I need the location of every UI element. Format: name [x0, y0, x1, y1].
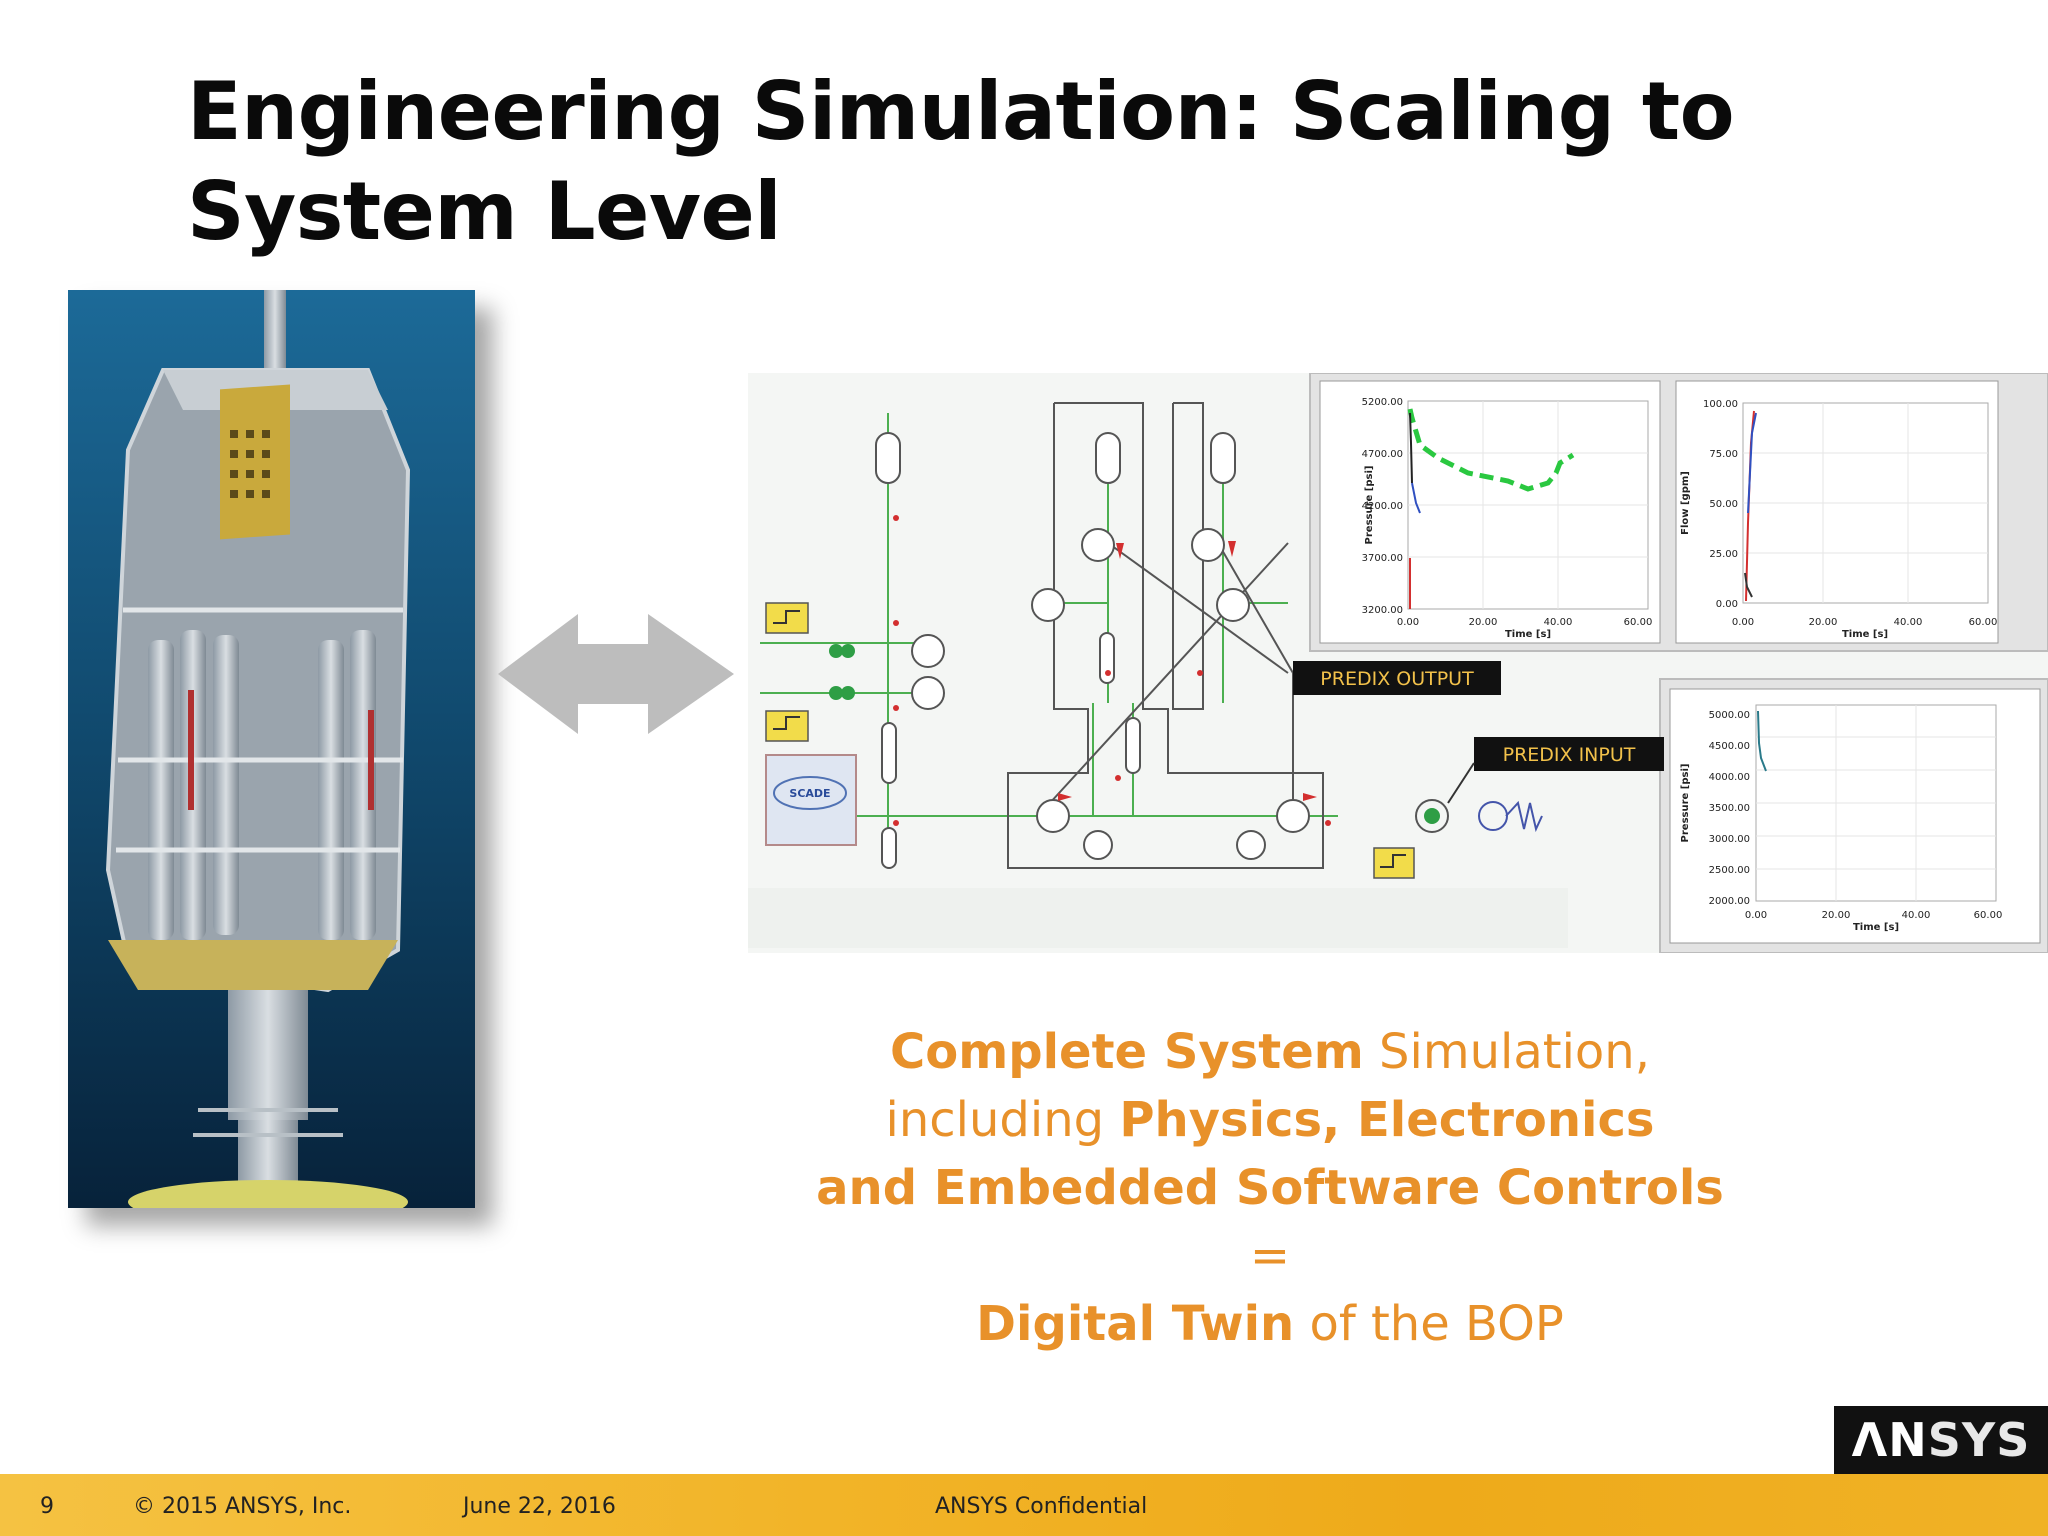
chart1-ytick: 4200.00: [1362, 501, 1403, 512]
chart2-xtick: 60.00: [1969, 617, 1998, 628]
chart3-ytick: 2500.00: [1709, 865, 1750, 876]
chart3-ytick: 3000.00: [1709, 834, 1750, 845]
chart2-ytick: 50.00: [1709, 499, 1738, 510]
pressure-chart-2: 5000.00 4500.00 4000.00 3500.00 3000.00 …: [1680, 704, 2003, 933]
chart3-ylabel: Pressure [psi]: [1680, 764, 1691, 843]
chart2-xtick: 0.00: [1732, 617, 1754, 628]
chart3-ytick: 4000.00: [1709, 772, 1750, 783]
chart1-xtick: 40.00: [1544, 617, 1573, 628]
chart2-ytick: 0.00: [1716, 599, 1738, 610]
footer-bar: [0, 1474, 2048, 1536]
caption: Complete System Simulation, including Ph…: [780, 1018, 1760, 1358]
chart1-ytick: 4700.00: [1362, 449, 1403, 460]
bop-image: [68, 290, 475, 1208]
chart1-ylabel: Pressure [psi]: [1364, 466, 1375, 545]
chart3-ytick: 2000.00: [1709, 896, 1750, 907]
chart1-xtick: 0.00: [1397, 617, 1419, 628]
chart3-ytick: 4500.00: [1709, 741, 1750, 752]
copyright: © 2015 ANSYS, Inc.: [133, 1494, 352, 1519]
confidential-label: ANSYS Confidential: [935, 1494, 1148, 1519]
caption-line-2: including Physics, Electronics: [885, 1092, 1655, 1148]
scade-label: SCADE: [789, 787, 830, 800]
page-number: 9: [40, 1494, 54, 1519]
chart1-ytick: 3700.00: [1362, 553, 1403, 564]
chart1-xtick: 20.00: [1469, 617, 1498, 628]
chart2-ytick: 75.00: [1709, 449, 1738, 460]
chart2-xtick: 40.00: [1894, 617, 1923, 628]
footer-date: June 22, 2016: [463, 1494, 616, 1519]
chart1-ytick: 3200.00: [1362, 605, 1403, 616]
chart3-xtick: 20.00: [1822, 910, 1851, 921]
caption-line-5: Digital Twin of the BOP: [976, 1296, 1564, 1352]
predix-output-label: PREDIX OUTPUT: [1320, 668, 1474, 690]
chart1-xtick: 60.00: [1624, 617, 1653, 628]
chart2-ylabel: Flow [gpm]: [1680, 471, 1691, 535]
chart2-xtick: 20.00: [1809, 617, 1838, 628]
chart2-ytick: 100.00: [1703, 399, 1738, 410]
chart3-xtick: 40.00: [1902, 910, 1931, 921]
caption-line-3: and Embedded Software Controls: [816, 1160, 1724, 1216]
chart3-ytick: 3500.00: [1709, 803, 1750, 814]
slide-title: Engineering Simulation: Scaling to Syste…: [187, 65, 1735, 258]
caption-line-4: =: [1249, 1228, 1291, 1284]
double-arrow-icon: [498, 614, 734, 734]
pressure-chart-1: 5200.00 4700.00 4200.00 3700.00 3200.00 …: [1362, 397, 1653, 640]
chart2-xlabel: Time [s]: [1842, 629, 1888, 640]
predix-input-box: [1474, 737, 1664, 771]
caption-line-1: Complete System Simulation,: [890, 1024, 1650, 1080]
chart2-ytick: 25.00: [1709, 549, 1738, 560]
predix-output-box: [1293, 661, 1501, 695]
predix-input-label: PREDIX INPUT: [1503, 744, 1636, 766]
flow-chart: 100.00 75.00 50.00 25.00 0.00 0.00 20.00…: [1680, 399, 1997, 640]
system-simulation-diagram: SCADE 5200.00 4700.00 4200.00 3700.00 32…: [748, 373, 2048, 953]
chart3-xtick: 60.00: [1974, 910, 2003, 921]
chart1-xlabel: Time [s]: [1505, 629, 1551, 640]
chart3-xlabel: Time [s]: [1853, 922, 1899, 933]
chart3-ytick: 5000.00: [1709, 710, 1750, 721]
chart3-xtick: 0.00: [1745, 910, 1767, 921]
chart1-ytick: 5200.00: [1362, 397, 1403, 408]
